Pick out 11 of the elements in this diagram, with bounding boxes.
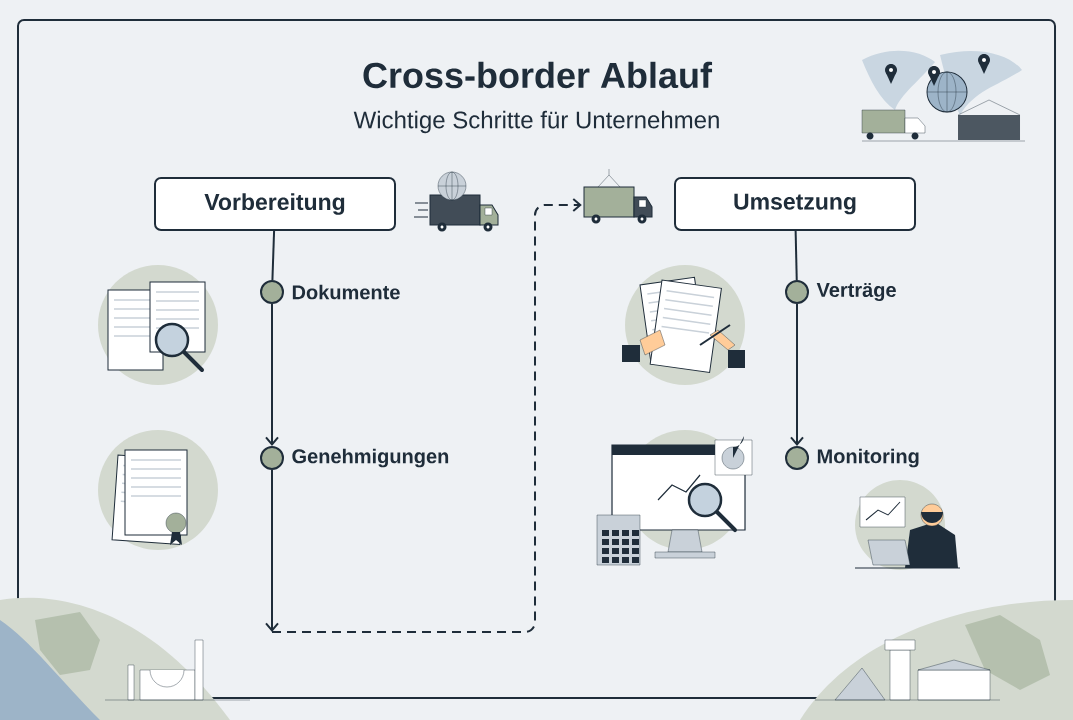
arrow [265, 303, 279, 446]
node-label: Verträge [816, 282, 896, 302]
node-label: Genehmigungen [292, 448, 449, 468]
step-box: Vorbereitung [154, 177, 396, 231]
node-label: Monitoring [817, 448, 919, 468]
arrow [265, 198, 582, 633]
title: Cross-border Ablauf [363, 61, 713, 89]
step-box: Umsetzung [674, 177, 916, 231]
subtitle: Wichtige Schritte für Unternehmen [353, 110, 719, 134]
node-label: Dokumente [292, 284, 400, 300]
arrow [790, 303, 804, 446]
